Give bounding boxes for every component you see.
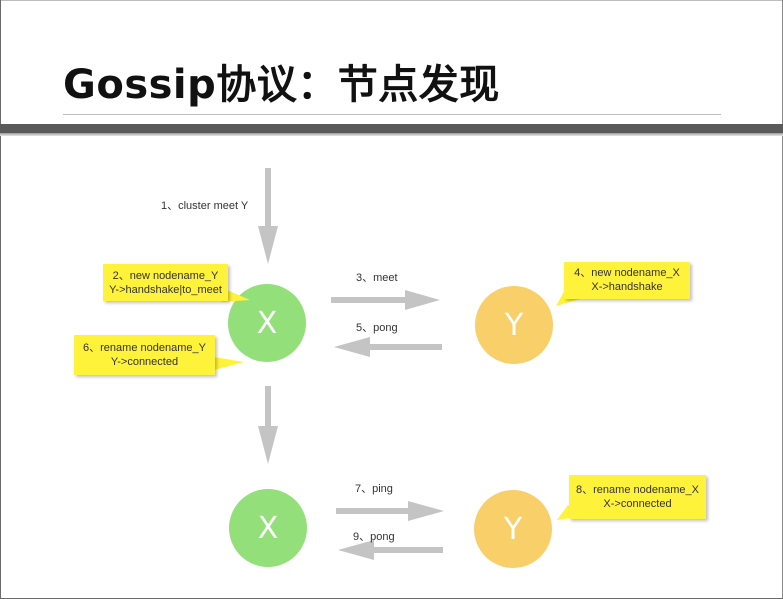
arrow-ping <box>336 501 444 521</box>
note-rename-nodename-y-line1: 6、rename nodename_Y <box>83 342 206 354</box>
note-new-nodename-y: 2、new nodename_Y Y->handshake|to_meet <box>103 264 228 301</box>
note-new-nodename-y-line2: Y->handshake|to_meet <box>109 284 222 296</box>
header-divider-shadow <box>0 133 783 136</box>
node-y-bottom-label: Y <box>503 511 523 547</box>
slide-top-border <box>0 0 783 1</box>
title-underline <box>63 114 721 115</box>
note-new-nodename-x: 4、new nodename_X X->handshake <box>564 262 690 299</box>
arrow-x-to-x <box>258 386 278 464</box>
step-pong-top-label: 5、pong <box>356 322 398 334</box>
note-new-nodename-y-line1: 2、new nodename_Y <box>112 270 219 282</box>
note-rename-nodename-y-pointer <box>214 357 244 370</box>
note-rename-nodename-y-line2: Y->connected <box>110 356 179 368</box>
node-y-top: Y <box>475 286 553 364</box>
note-rename-nodename-x: 8、rename nodename_X X->connected <box>569 475 706 519</box>
arrow-cluster-meet <box>258 168 278 264</box>
step-meet-label: 3、meet <box>356 272 398 284</box>
note-rename-nodename-x-line1: 8、rename nodename_X <box>576 484 699 496</box>
step-pong-bottom-label: 9、pong <box>353 531 395 543</box>
note-rename-nodename-y: 6、rename nodename_Y Y->connected <box>74 335 215 375</box>
slide-title: Gossip协议：节点发现 <box>63 62 500 108</box>
arrow-meet <box>331 290 440 310</box>
arrow-pong-top <box>334 337 442 357</box>
note-new-nodename-y-pointer <box>222 288 250 302</box>
node-y-top-label: Y <box>504 307 524 343</box>
note-rename-nodename-x-line2: X->connected <box>603 498 672 510</box>
node-x-top-label: X <box>256 305 278 341</box>
note-new-nodename-x-line2: X->handshake <box>591 281 663 293</box>
arrow-pong-bottom <box>338 540 443 560</box>
node-x-bottom: X <box>229 489 307 567</box>
node-y-bottom: Y <box>474 490 552 568</box>
slide-left-border <box>0 0 1 599</box>
note-new-nodename-x-line1: 4、new nodename_X <box>574 267 680 279</box>
node-x-bottom-label: X <box>257 510 279 546</box>
step-ping-label: 7、ping <box>355 483 393 495</box>
header-divider-bar <box>0 124 783 133</box>
step-cluster-meet-label: 1、cluster meet Y <box>161 200 249 212</box>
